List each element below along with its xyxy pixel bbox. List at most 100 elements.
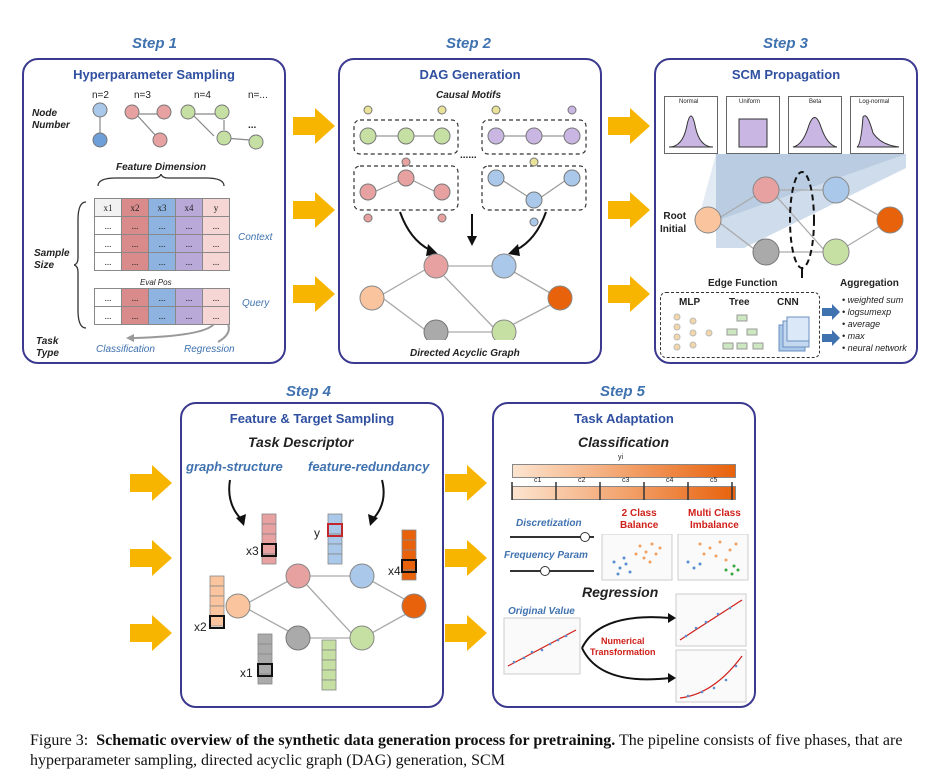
feature-graph [209, 479, 427, 691]
header-cell: x2 [121, 198, 149, 217]
table-cell: ... [94, 234, 122, 253]
brace-icon [97, 174, 225, 187]
var-label: x4 [388, 564, 401, 578]
arrow-icon [130, 465, 172, 501]
header-cell: x3 [148, 198, 176, 217]
panel-title: DAG Generation [419, 67, 521, 82]
dist-label: Log-normal [859, 99, 890, 105]
arrow-icon [293, 192, 335, 228]
header-cell: x1 [94, 198, 122, 217]
classification-title: Classification [578, 434, 670, 450]
task-descriptor-label: Task Descriptor [248, 434, 354, 450]
arrow-icon [130, 540, 172, 576]
dist-box-beta: Beta [788, 96, 842, 154]
dag-label: Directed Acyclic Graph [410, 348, 520, 359]
aggregation-item: • weighted sum [842, 295, 904, 305]
n-label: n=4 [194, 90, 211, 101]
table-cell: ... [121, 252, 149, 271]
frequency-slider[interactable] [510, 566, 594, 576]
n-label: n=2 [92, 90, 109, 101]
table-cell: ... [94, 216, 122, 235]
beta-curve-icon [792, 117, 838, 148]
table-cell: ... [202, 216, 230, 235]
step-2-label: Step 2 [446, 35, 492, 52]
frequency-param-label: Frequency Param [504, 550, 588, 561]
regression-plots [503, 593, 747, 703]
var-label: x2 [194, 620, 207, 634]
multi-class-label: Multi Class Imbalance [688, 508, 741, 531]
table-cell: ... [202, 234, 230, 253]
panel-title: Task Adaptation [574, 411, 674, 426]
eval-pos-label: Eval Pos [140, 278, 172, 287]
bin-label: c3 [622, 477, 630, 484]
data-table-query: ............... ............... [94, 288, 230, 325]
arrow-icon [130, 615, 172, 651]
table-cell: ... [175, 216, 203, 235]
aggregation-item: • logsumexp [842, 307, 892, 317]
dist-label: Uniform [739, 99, 761, 105]
edge-function-label: Edge Function [708, 278, 778, 289]
table-cell: ... [175, 306, 203, 325]
table-cell: ... [94, 306, 122, 325]
table-cell: ... [202, 288, 230, 307]
panel-title: SCM Propagation [731, 67, 841, 82]
bin-label: c4 [666, 477, 674, 484]
table-cell: ... [121, 234, 149, 253]
node-number-label: Node Number [32, 108, 70, 131]
arrow-icon [293, 108, 335, 144]
edge-function-box: MLP Tree CNN [660, 292, 820, 358]
aggregation-list: • weighted sum • logsumexp • average • m… [842, 294, 907, 354]
root-initial-label: Root Initial [660, 211, 687, 235]
table-cell: ... [175, 288, 203, 307]
table-cell: ... [202, 252, 230, 271]
edge-type-label: CNN [777, 297, 799, 308]
caption-rest: The pipeline consists of five phases, th… [30, 732, 903, 769]
bin-label: c5 [710, 477, 718, 484]
aggregation-label: Aggregation [840, 278, 899, 289]
causal-motifs-label: Causal Motifs [436, 90, 502, 101]
panel-feature-target-sampling: Feature & Target Sampling Task Descripto… [180, 402, 444, 708]
arrow-icon [445, 540, 487, 576]
lognormal-curve-icon [856, 115, 900, 148]
dist-box-normal: Normal [664, 96, 718, 154]
context-label: Context [238, 232, 273, 243]
aggregation-item: • average [842, 319, 881, 329]
arrow-icon [608, 108, 650, 144]
arrow-icon [445, 465, 487, 501]
slider-thumb[interactable] [540, 566, 550, 576]
aggregation-item: • max [842, 331, 865, 341]
caption-bold: Schematic overview of the synthetic data… [96, 732, 616, 749]
aggregation-item: • neural network [842, 343, 907, 353]
bin-label: c2 [578, 477, 586, 484]
class-scatter-plots [601, 534, 749, 581]
classification-label: Classification [96, 344, 155, 355]
dist-label: Normal [679, 99, 699, 105]
dist-box-uniform: Uniform [726, 96, 780, 154]
numerical-transformation-label: Numerical Transformation [590, 636, 656, 657]
table-cell: ... [175, 234, 203, 253]
uniform-icon [738, 118, 768, 148]
bin-ticks [511, 482, 733, 500]
node-examples [92, 102, 264, 150]
table-cell: ... [121, 288, 149, 307]
edge-type-label: MLP [679, 297, 701, 308]
step-1-label: Step 1 [132, 35, 178, 52]
header-cell: y [202, 198, 230, 217]
original-value-label: Original Value [508, 606, 575, 617]
panel-dag-generation: DAG Generation Causal Motifs ...... [338, 58, 602, 364]
arrow-icon [445, 615, 487, 651]
header-cell: x4 [175, 198, 203, 217]
panel-task-adaptation: Task Adaptation Classification yi c1 c2 … [492, 402, 756, 708]
dist-label: Beta [809, 99, 822, 105]
table-cell: ... [148, 252, 176, 271]
slider-thumb[interactable] [580, 532, 590, 542]
feature-dimension-label: Feature Dimension [116, 162, 207, 173]
yi-label: yi [618, 454, 624, 461]
var-label: y [314, 526, 320, 540]
ellipsis: ... [248, 120, 257, 131]
arrow-icon [608, 276, 650, 312]
table-cell: ... [148, 234, 176, 253]
panel-hyperparameter-sampling: Hyperparameter Sampling Node Number n=2 … [22, 58, 286, 364]
var-label: x3 [246, 544, 259, 558]
discretization-slider[interactable] [510, 532, 594, 542]
